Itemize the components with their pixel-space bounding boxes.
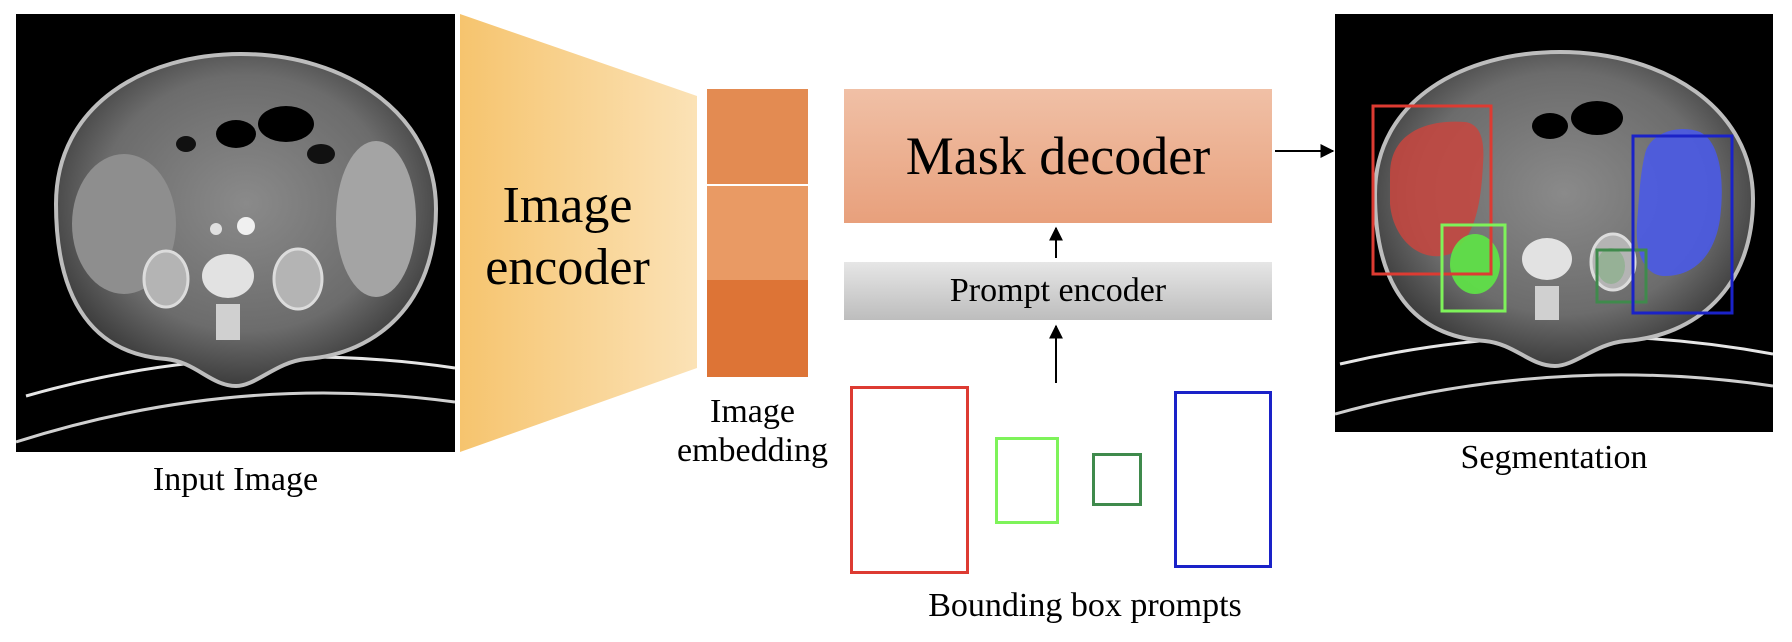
image-encoder-label-line2: encoder (485, 239, 650, 296)
prompt-box-dark-green (1092, 453, 1142, 506)
segmentation-box-blue (1631, 134, 1734, 315)
image-encoder-label: Image encoder (460, 175, 675, 299)
image-embedding-caption-line1: Image (710, 393, 795, 430)
segmentation-box-red (1371, 104, 1493, 276)
prompt-encoder-block: Prompt encoder (844, 262, 1272, 320)
image-encoder-label-line1: Image (502, 177, 633, 234)
kidney-mask (1450, 234, 1500, 294)
segmentation-box-light-green (1440, 223, 1507, 313)
segmentation-box-dark-green (1595, 248, 1648, 304)
prompt-encoder-label: Prompt encoder (949, 272, 1167, 309)
liver-mask (1390, 121, 1484, 257)
segmentation-caption: Segmentation (1460, 439, 1648, 476)
input-image-caption: Input Image (152, 461, 319, 498)
prompt-box-blue (1174, 391, 1272, 568)
segmentation-ct-scan (1335, 14, 1773, 432)
embedding-segment-bottom (707, 280, 808, 377)
mask-decoder-label: Mask decoder (905, 126, 1211, 186)
image-encoder-shape (460, 14, 697, 452)
image-embedding-caption-line2: embedding (676, 432, 829, 470)
prompt-box-light-green (995, 437, 1059, 524)
segmentation-image (1335, 14, 1773, 432)
image-embedding-caption: Image embedding (650, 392, 855, 470)
prompt-box-red (850, 386, 969, 574)
bounding-box-prompts-caption: Bounding box prompts (928, 587, 1242, 624)
input-image (16, 14, 455, 452)
mask-decoder-block: Mask decoder (844, 89, 1272, 223)
embedding-segment-top (707, 89, 808, 184)
input-ct-scan (16, 14, 455, 452)
embedding-segment-middle (707, 186, 808, 280)
spleen-mask (1636, 128, 1722, 276)
